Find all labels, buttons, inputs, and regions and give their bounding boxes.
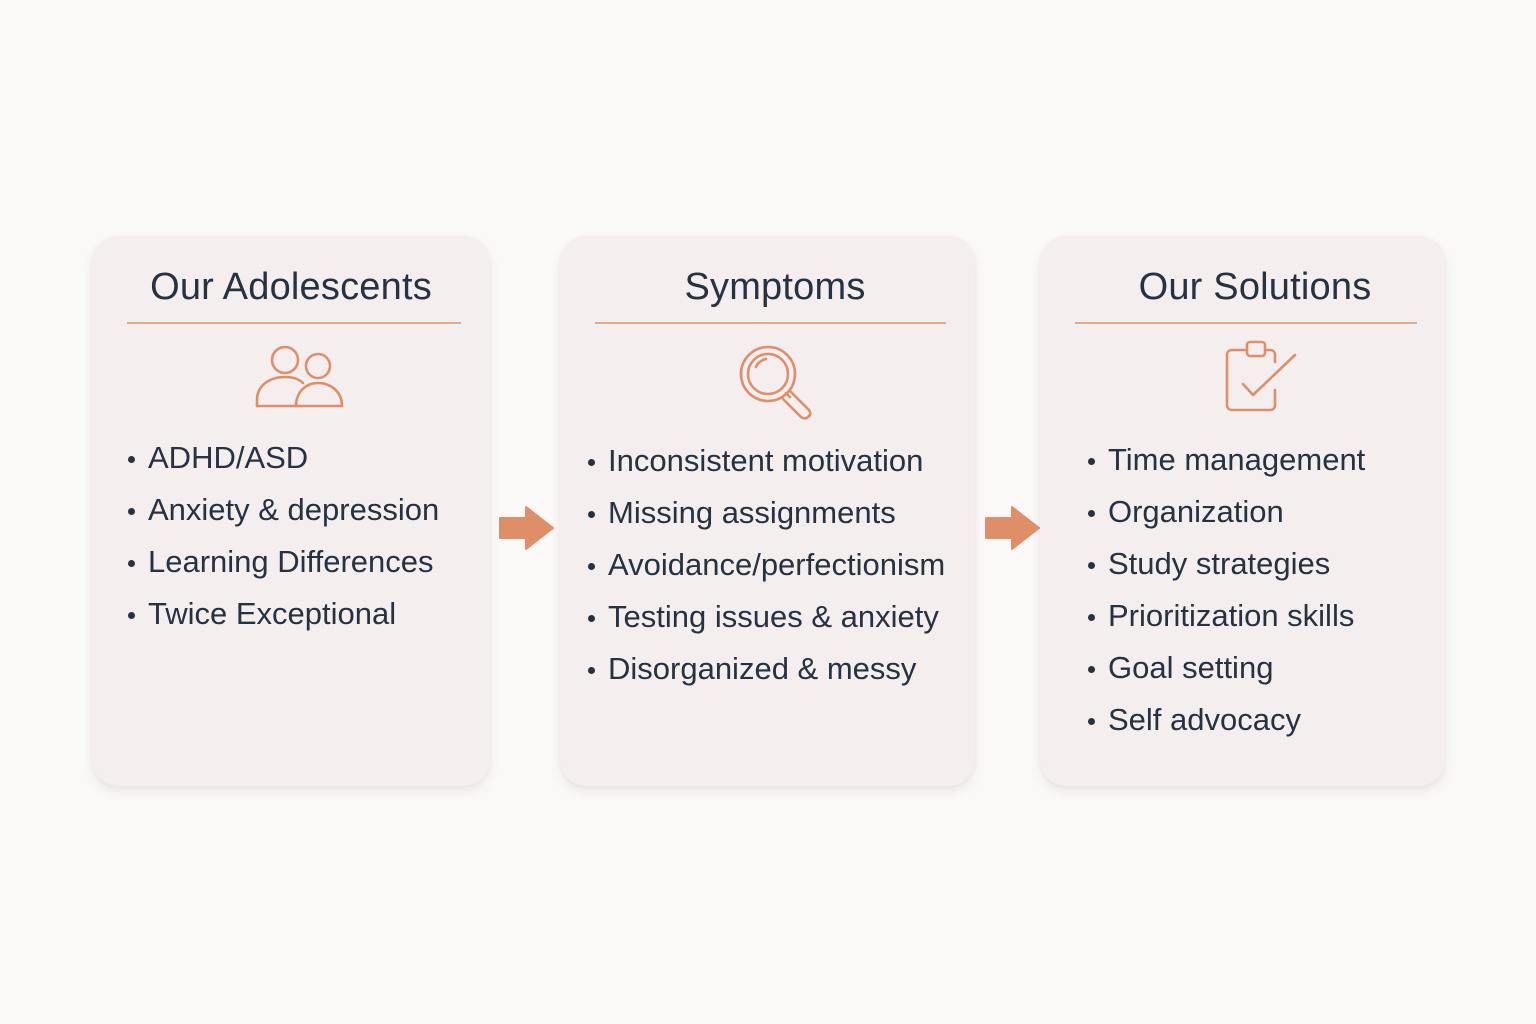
list-item: Missing assignments <box>588 487 945 539</box>
symptoms-divider <box>595 322 946 324</box>
solutions-title: Our Solutions <box>1138 266 1372 308</box>
adolescents-divider <box>127 322 461 324</box>
list-item: Disorganized & messy <box>588 643 945 695</box>
symptoms-list: Inconsistent motivation Missing assignme… <box>588 435 945 695</box>
clipboard-check-icon <box>1225 340 1297 412</box>
list-item: Testing issues & anxiety <box>588 591 945 643</box>
list-item: Twice Exceptional <box>128 588 439 640</box>
arrow-right-icon <box>985 506 1040 550</box>
solutions-card <box>1040 236 1445 786</box>
list-item: Prioritization skills <box>1088 590 1365 642</box>
list-item: Study strategies <box>1088 538 1365 590</box>
list-item: Time management <box>1088 434 1365 486</box>
people-icon <box>255 345 344 408</box>
adolescents-title: Our Adolescents <box>150 266 432 308</box>
symptoms-card <box>560 236 975 786</box>
arrow-right-icon <box>499 506 554 550</box>
magnifying-glass-icon <box>739 345 812 420</box>
adolescents-list: ADHD/ASD Anxiety & depression Learning D… <box>128 432 439 640</box>
list-item: Goal setting <box>1088 642 1365 694</box>
list-item: Self advocacy <box>1088 694 1365 746</box>
list-item: Inconsistent motivation <box>588 435 945 487</box>
list-item: Anxiety & depression <box>128 484 439 536</box>
list-item: Organization <box>1088 486 1365 538</box>
solutions-divider <box>1075 322 1417 324</box>
solutions-list: Time management Organization Study strat… <box>1088 434 1365 746</box>
adolescents-card <box>92 236 490 786</box>
symptoms-title: Symptoms <box>684 266 866 308</box>
list-item: Avoidance/perfectionism <box>588 539 945 591</box>
list-item: ADHD/ASD <box>128 432 439 484</box>
list-item: Learning Differences <box>128 536 439 588</box>
